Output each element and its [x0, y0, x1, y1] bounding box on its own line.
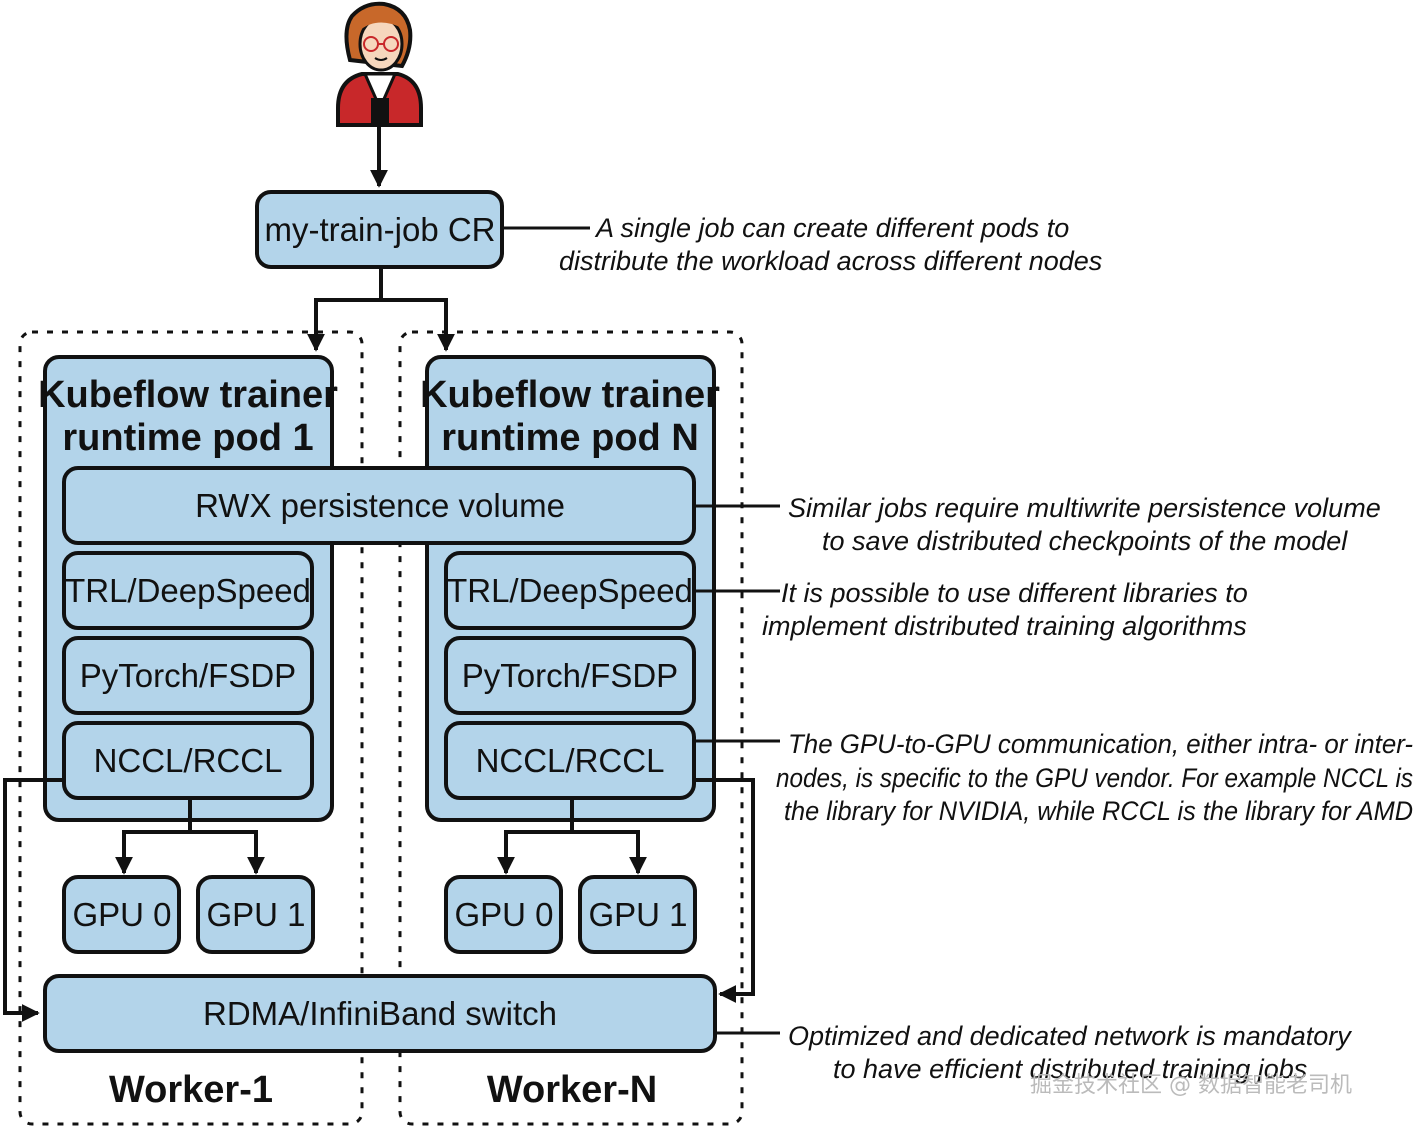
worker-n-gpu-1: GPU 1 — [578, 875, 697, 954]
worker-n-trl-deepspeed: TRL/DeepSpeed — [444, 551, 696, 630]
rwx-persistence-volume: RWX persistence volume — [62, 466, 696, 545]
worker-n-nccl-rccl: NCCL/RCCL — [444, 721, 696, 800]
worker-n-lib3-label: NCCL/RCCL — [476, 742, 665, 779]
worker-n-gpu0-label: GPU 0 — [454, 896, 553, 933]
worker-1-gpu-split — [124, 798, 256, 834]
cr-annotation-line1: A single job can create different pods t… — [594, 213, 1069, 243]
worker-1-lib1-label: TRL/DeepSpeed — [65, 572, 311, 609]
cr-split-connector — [316, 267, 446, 302]
worker-1-gpu1-label: GPU 1 — [206, 896, 305, 933]
switch-annotation-line1: Optimized and dedicated network is manda… — [788, 1021, 1352, 1051]
volume-annotation-line1: Similar jobs require multiwrite persiste… — [788, 493, 1381, 523]
worker-n-pytorch-fsdp: PyTorch/FSDP — [444, 636, 696, 715]
worker-1-gpu-1: GPU 1 — [196, 875, 315, 954]
watermark-text: 掘金技术社区 @ 数据智能老司机 — [1030, 1073, 1352, 1098]
worker-1-nccl-to-switch-arrow — [3, 778, 64, 1022]
worker-1-lib2-label: PyTorch/FSDP — [80, 657, 296, 694]
cr-label: my-train-job CR — [264, 211, 495, 248]
rdma-infiniband-switch: RDMA/InfiniBand switch — [43, 974, 717, 1053]
worker-1-pytorch-fsdp: PyTorch/FSDP — [62, 636, 314, 715]
train-job-cr: my-train-job CR — [255, 190, 504, 269]
nccl-annotation-line2: nodes, is specific to the GPU vendor. Fo… — [776, 763, 1413, 793]
cr-annotation-line2: distribute the workload across different… — [559, 246, 1102, 276]
worker-n-gpu-0: GPU 0 — [444, 875, 563, 954]
pod-n-title-line2: runtime pod N — [441, 417, 699, 459]
worker-1-lib3-label: NCCL/RCCL — [94, 742, 283, 779]
libs-annotation-line2: implement distributed training algorithm… — [762, 611, 1247, 641]
person-avatar-icon — [336, 1, 423, 127]
pod-n-title-line1: Kubeflow trainer — [420, 374, 720, 416]
worker-n-boundary — [398, 330, 744, 1126]
worker-n-label: Worker-N — [487, 1069, 657, 1111]
worker-n-lib2-label: PyTorch/FSDP — [462, 657, 678, 694]
volume-label: RWX persistence volume — [195, 487, 565, 524]
worker-1-boundary — [18, 330, 364, 1126]
worker-1-label: Worker-1 — [109, 1069, 273, 1111]
worker-1-gpu0-label: GPU 0 — [72, 896, 171, 933]
pod-1-title-line1: Kubeflow trainer — [38, 374, 338, 416]
worker-n-gpu-split — [506, 798, 638, 834]
worker-n-lib1-label: TRL/DeepSpeed — [447, 572, 693, 609]
worker-n-gpu1-label: GPU 1 — [588, 896, 687, 933]
nccl-annotation-line3: the library for NVIDIA, while RCCL is th… — [784, 796, 1413, 826]
switch-label: RDMA/InfiniBand switch — [203, 995, 557, 1032]
worker-1-nccl-rccl: NCCL/RCCL — [62, 721, 314, 800]
switch-annotation-line2: to have efficient distributed training j… — [833, 1054, 1307, 1084]
worker-1-trl-deepspeed: TRL/DeepSpeed — [62, 551, 314, 630]
volume-annotation-line2: to save distributed checkpoints of the m… — [822, 526, 1348, 556]
pod-1-title-line2: runtime pod 1 — [62, 417, 313, 459]
worker-1-gpu-0: GPU 0 — [62, 875, 181, 954]
libs-annotation-line1: It is possible to use different librarie… — [781, 578, 1248, 608]
worker-n-nccl-to-switch-arrow — [694, 778, 755, 1003]
nccl-annotation-line1: The GPU-to-GPU communication, either int… — [788, 729, 1413, 759]
